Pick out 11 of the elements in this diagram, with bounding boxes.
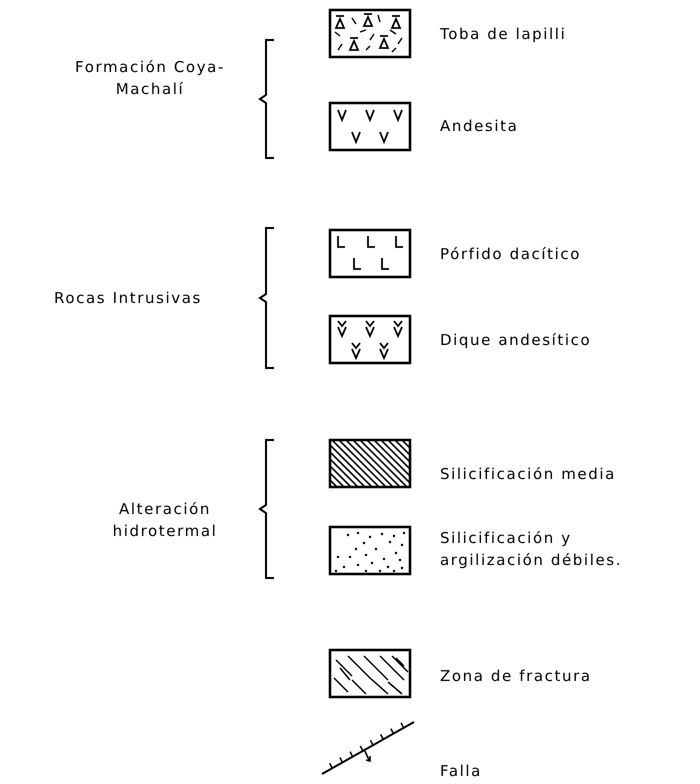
legend-text: Pórfido dacítico — [440, 244, 582, 265]
legend-text: Andesita — [440, 116, 520, 137]
legend-text: Zona de fractura — [440, 666, 593, 687]
legend-text: Silicificación y argilización débiles. — [440, 528, 624, 571]
group-label: Rocas Intrusivas — [53, 288, 203, 309]
group-label: Alteración hidrotermal — [112, 499, 218, 542]
legend-text: Dique andesítico — [440, 330, 592, 351]
legend-text: Falla — [440, 761, 483, 782]
group-label: Formación Coya-Machalí — [75, 57, 225, 100]
legend-text: Silicificación media — [440, 464, 617, 485]
legend-text: Toba de lapilli — [440, 24, 568, 45]
